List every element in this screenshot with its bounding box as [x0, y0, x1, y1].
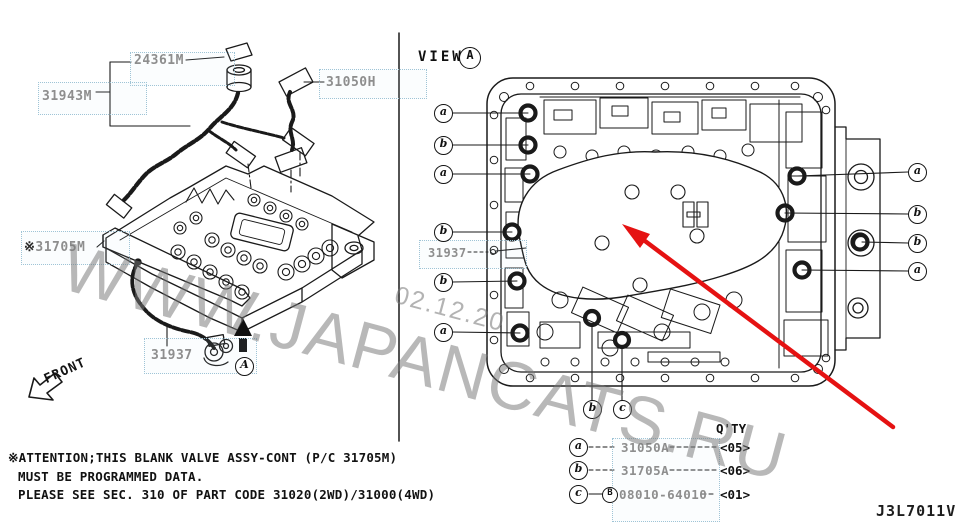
table-part-08010-64010[interactable]: 08010-64010 [619, 487, 708, 502]
attention-note-line2: MUST BE PROGRAMMED DATA. [18, 469, 204, 484]
attention-note-line1: ※ATTENTION;THIS BLANK VALVE ASSY-CONT (P… [8, 450, 398, 465]
reference-mark: ※ [24, 240, 36, 255]
part-label-31943M[interactable]: 31943M [42, 89, 92, 104]
callout-left-6: a [434, 323, 453, 342]
highlight-box-31943M [38, 82, 147, 115]
view-title: VIEW [418, 49, 464, 65]
callout-right-1: a [908, 163, 927, 182]
highlight-box-table-parts [612, 438, 720, 522]
callout-bottom-2: c [613, 400, 632, 419]
callout-left-3: a [434, 165, 453, 184]
callout-left-2: b [434, 136, 453, 155]
part-label-31705M[interactable]: ※31705M [24, 240, 86, 255]
diagram-code: J3L7011V [876, 502, 957, 520]
right-plan-view-art [451, 77, 909, 401]
callout-right-3: b [908, 234, 927, 253]
part-label-24361M[interactable]: 24361M [134, 53, 184, 68]
view-a-marker-left: A [235, 357, 254, 376]
table-ref-b: b [569, 461, 588, 480]
callout-right-4: a [908, 262, 927, 281]
attention-note-line3: PLEASE SEE SEC. 310 OF PART CODE 31020(2… [18, 487, 436, 502]
callout-left-5: b [434, 273, 453, 292]
view-a-circle: A [459, 47, 481, 69]
callout-right-2: b [908, 205, 927, 224]
left-valve-body-art [28, 42, 375, 401]
table-qty-1: <05> [720, 440, 751, 455]
highlight-box-24361M [130, 52, 235, 86]
highlight-box-31937-right [419, 240, 527, 269]
table-qty-3: <01> [720, 487, 751, 502]
table-ref-c: c [569, 485, 588, 504]
table-ref-a: a [569, 438, 588, 457]
callout-bottom-1: b [583, 400, 602, 419]
callout-left-4: b [434, 223, 453, 242]
part-label-31937-left[interactable]: 31937 [151, 348, 193, 363]
bolt-symbol: B [602, 487, 618, 503]
table-part-31050A[interactable]: 31050A [621, 440, 670, 455]
highlight-box-31050H [319, 69, 427, 99]
callout-left-1: a [434, 104, 453, 123]
part-label-31050H[interactable]: 31050H [326, 75, 376, 90]
qty-header: Q'TY [716, 421, 747, 436]
table-part-31705A[interactable]: 31705A [621, 463, 670, 478]
part-label-31937-right[interactable]: 31937 [428, 246, 467, 260]
table-qty-2: <06> [720, 463, 751, 478]
highlight-box-31705M [21, 231, 130, 265]
